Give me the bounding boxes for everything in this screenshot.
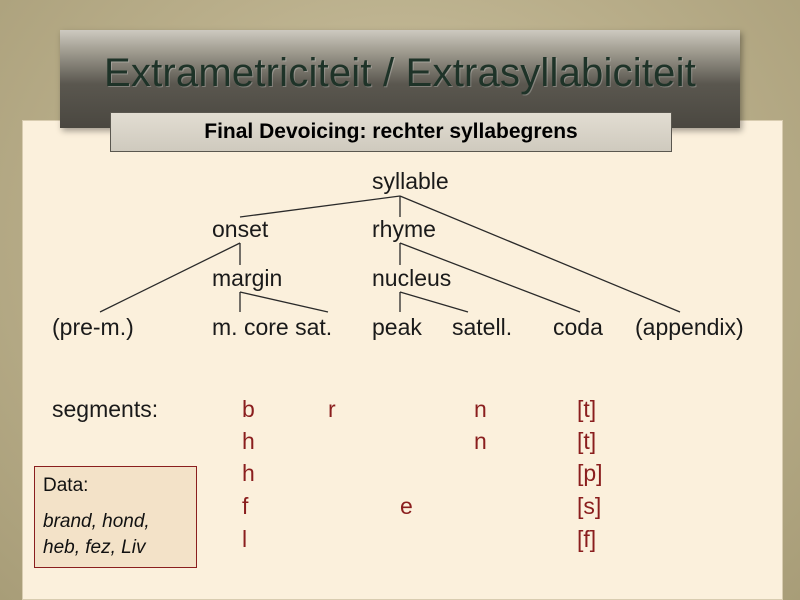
- node-pre-margin: (pre-m.): [52, 314, 134, 340]
- node-coda: coda: [553, 314, 603, 340]
- segment-r2-c3: n: [474, 428, 487, 454]
- segment-r5-c1: l: [242, 526, 248, 552]
- title-bar: Extrametriciteit / Extrasyllabiciteit: [60, 30, 740, 128]
- edge-syllable-appendix: [399, 195, 681, 313]
- edge-margin-sat: [239, 291, 329, 313]
- segment-r1-c2: r: [328, 396, 336, 422]
- node-syllable: syllable: [372, 168, 449, 194]
- segment-r1-c1: b: [242, 396, 255, 422]
- segment-r2-c4: [t]: [577, 428, 597, 454]
- edge-rhyme-coda: [399, 242, 581, 313]
- edge-syllable-onset: [239, 195, 401, 218]
- node-peak: peak: [372, 314, 422, 340]
- subtitle-box: Final Devoicing: rechter syllabegrens: [110, 112, 672, 152]
- segment-r4-c3: [s]: [577, 493, 602, 519]
- segment-r1-c4: n: [474, 396, 487, 422]
- segments-label: segments:: [52, 396, 159, 422]
- segment-r2-c1: h: [242, 428, 255, 454]
- segment-r3-c1: h: [242, 460, 255, 486]
- data-text: brand, hond, heb, fez, Liv: [43, 511, 150, 558]
- node-rhyme: rhyme: [372, 216, 436, 242]
- segment-r4-c2: e: [400, 493, 413, 519]
- node-appendix: (appendix): [635, 314, 744, 340]
- data-box: Data: brand, hond, heb, fez, Liv: [34, 466, 197, 568]
- slide-title: Extrametriciteit / Extrasyllabiciteit: [104, 50, 696, 95]
- node-nucleus: nucleus: [372, 265, 452, 291]
- data-heading: Data:: [43, 475, 89, 496]
- node-satell: satell.: [452, 314, 513, 340]
- segment-r1-c5: [t]: [577, 396, 597, 422]
- edge-onset-pre-margin: [99, 242, 241, 313]
- segment-r4-c1: f: [242, 493, 249, 519]
- slide-subtitle: Final Devoicing: rechter syllabegrens: [204, 120, 578, 143]
- segment-r5-c3: [f]: [577, 526, 597, 552]
- node-margin: margin: [212, 265, 283, 291]
- edge-nucleus-satell: [399, 291, 469, 313]
- segment-r3-c3: [p]: [577, 460, 603, 486]
- node-onset: onset: [212, 216, 269, 242]
- node-margin-core-sat: m. core sat.: [212, 314, 333, 340]
